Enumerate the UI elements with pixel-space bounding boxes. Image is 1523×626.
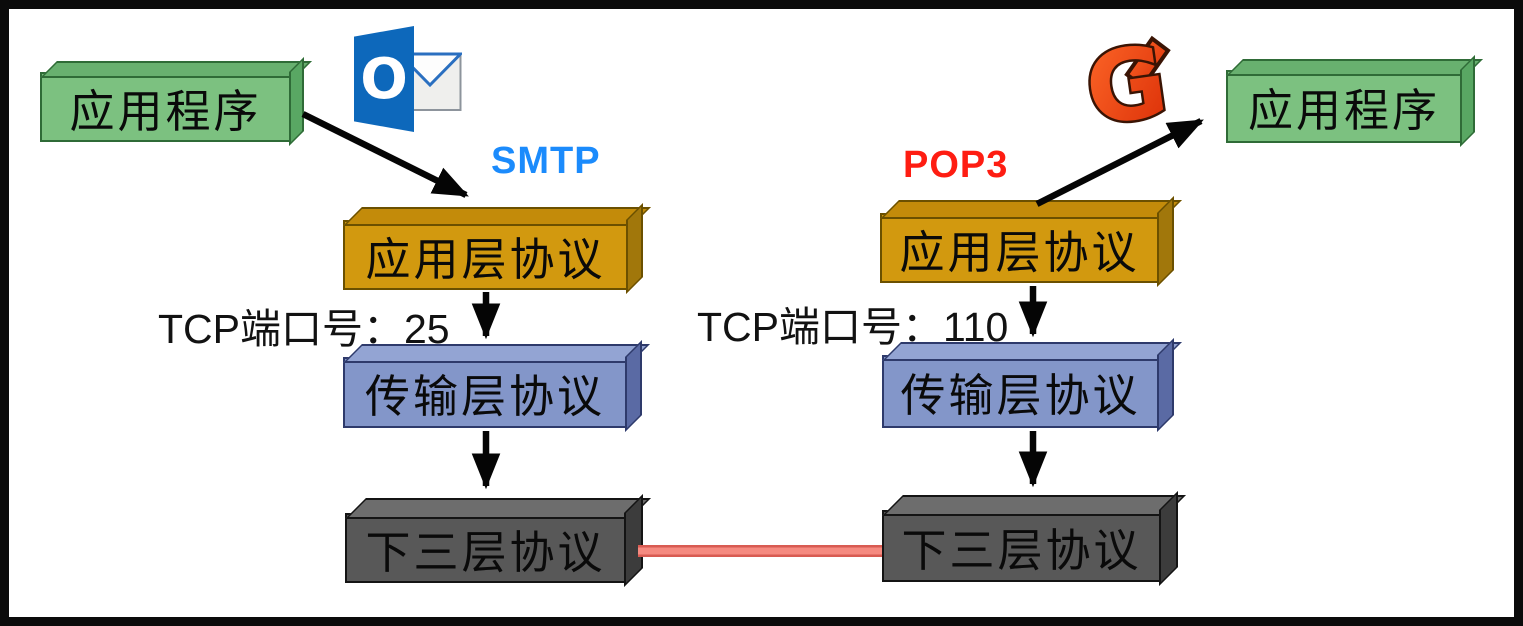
transport-layer-box-left: 传输层协议 (343, 357, 627, 428)
app-layer-protocol-box-right: 应用层协议 (880, 213, 1159, 283)
smtp-protocol-label: SMTP (491, 140, 601, 182)
sender-app-box: 应用程序 (40, 72, 291, 142)
transport-label-right: 传输层协议 (900, 370, 1141, 421)
transport-layer-box-right: 传输层协议 (882, 355, 1159, 428)
tcp-port-110-label: TCP端口号：110 (697, 304, 1009, 350)
sender-app-label: 应用程序 (69, 85, 262, 137)
lower-layers-box-left: 下三层协议 (345, 513, 626, 583)
lower-layers-label-left: 下三层协议 (365, 526, 606, 578)
outlook-letter: O (360, 46, 408, 112)
foxmail-icon: G (1076, 22, 1186, 151)
receiver-app-box: 应用程序 (1226, 70, 1462, 143)
receiver-app-label: 应用程序 (1247, 85, 1440, 136)
app-layer-label-right: 应用层协议 (899, 226, 1140, 278)
lower-layers-box-right: 下三层协议 (882, 510, 1161, 582)
app-layer-label-left: 应用层协议 (365, 233, 606, 285)
tcp-port-25-label: TCP端口号：25 (158, 306, 450, 352)
pop3-protocol-label: POP3 (903, 144, 1009, 186)
transport-label-left: 传输层协议 (364, 371, 605, 422)
lower-layers-label-right: 下三层协议 (901, 524, 1142, 576)
outlook-panel: O (354, 26, 414, 132)
outlook-mail-icon: O (352, 24, 465, 136)
app-layer-protocol-box-left: 应用层协议 (343, 220, 628, 290)
foxmail-letter: G (1079, 25, 1175, 140)
